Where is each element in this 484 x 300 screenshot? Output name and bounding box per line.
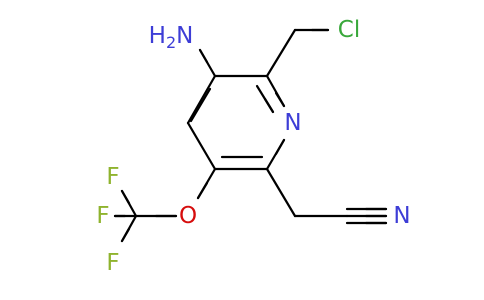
amine-label: H2N	[149, 23, 194, 52]
substituent-bonds	[113, 28, 388, 243]
bond-hetero-segment	[198, 48, 209, 64]
bond-c3-c4	[186, 74, 217, 125]
bond-c3-c4-inner	[189, 87, 212, 123]
bond-hetero-segment	[120, 227, 131, 243]
bond-c4-c5	[186, 121, 217, 171]
ring-nitrogen-label: N	[284, 110, 301, 136]
nitrile-nitrogen-label: N	[393, 203, 410, 229]
pyridine-ring	[186, 74, 286, 171]
atom-labels: H2N Cl N O F F F N	[96, 17, 410, 276]
fluorine-top-label: F	[106, 164, 119, 190]
bond-hetero-segment	[274, 138, 286, 156]
chlorine-label: Cl	[338, 17, 360, 43]
fluorine-bottom-label: F	[106, 250, 119, 276]
bond-c6-ch2	[265, 167, 297, 218]
fluorine-left-label: F	[96, 203, 109, 229]
bond-hetero-segment	[196, 181, 209, 200]
bond-c2-ch2	[265, 28, 297, 78]
bond-hetero-segment	[274, 91, 286, 108]
bond-hetero-segment	[120, 189, 131, 205]
bond-hetero-segment	[263, 97, 275, 114]
ether-oxygen-label: O	[179, 203, 197, 229]
